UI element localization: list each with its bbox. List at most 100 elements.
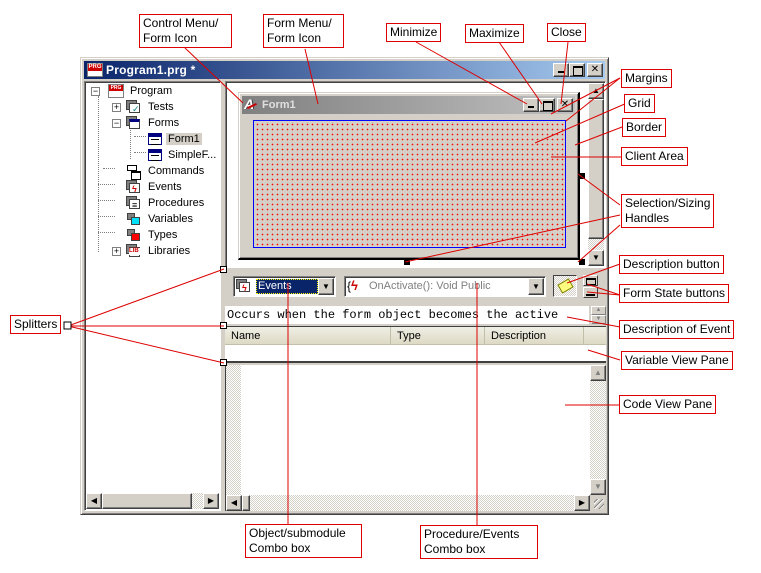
- scroll-left-button[interactable]: ◀: [226, 495, 242, 511]
- callout-splitters: Splitters: [10, 315, 62, 334]
- callout-grid: Grid: [624, 94, 655, 113]
- callout-form-state-buttons: Form State buttons: [619, 284, 730, 303]
- procedure-combo-dropdown-button[interactable]: ▼: [528, 278, 544, 295]
- tree-item-form1[interactable]: Form1: [148, 131, 202, 147]
- callout-text: Form Icon: [143, 31, 198, 45]
- combo-toolbar: ϟ Events ▼ {ϟ OnActivate(): Void Public …: [225, 273, 606, 301]
- tree-connector: [98, 232, 115, 233]
- form-client-area-grid[interactable]: [253, 120, 566, 248]
- procedures-icon: ≡: [126, 196, 142, 210]
- callout-variable-view-pane: Variable View Pane: [621, 351, 733, 370]
- control-menu-icon[interactable]: [244, 96, 260, 112]
- form-maximize-button[interactable]: [539, 98, 555, 112]
- ide-window: Program1.prg * − Program + ✓ Tests −: [80, 57, 609, 515]
- window-titlebar[interactable]: Program1.prg *: [84, 61, 605, 79]
- description-button[interactable]: [553, 275, 577, 297]
- form-state-restore-button[interactable]: [583, 275, 598, 286]
- column-header-name[interactable]: Name: [225, 327, 391, 345]
- callout-text: Control Menu/: [143, 16, 219, 30]
- events-icon: ϟ: [236, 279, 254, 294]
- splitter-vertical[interactable]: [220, 266, 227, 273]
- code-horizontal-scrollbar[interactable]: ◀ ▶: [226, 495, 590, 511]
- tree-horizontal-scrollbar[interactable]: ◀ ▶: [86, 493, 219, 509]
- description-scroll-down[interactable]: ▼: [591, 315, 606, 324]
- variable-view-pane[interactable]: Name Type Description: [225, 326, 606, 363]
- scroll-thumb[interactable]: [102, 493, 192, 509]
- description-scroll-up[interactable]: ▲: [591, 306, 606, 315]
- callout-text: Combo box: [424, 542, 486, 556]
- tree-item-commands[interactable]: Commands: [126, 163, 206, 180]
- tree-item-forms[interactable]: − Forms: [112, 115, 181, 131]
- object-combo-value: Events: [256, 279, 318, 294]
- tree-item-simplef[interactable]: SimpleF...: [148, 147, 218, 163]
- window-maximize-button[interactable]: [569, 63, 585, 77]
- tree-item-program[interactable]: − Program: [91, 83, 174, 99]
- window-minimize-button[interactable]: [553, 63, 569, 77]
- designer-vertical-scrollbar[interactable]: ▲ ▼: [588, 83, 604, 266]
- callout-text: Handles: [625, 211, 670, 225]
- tree-item-events[interactable]: ϟ Events: [126, 179, 184, 195]
- scroll-right-button[interactable]: ▶: [203, 493, 219, 509]
- collapse-icon[interactable]: −: [112, 117, 121, 128]
- sizing-handle-corner[interactable]: [579, 259, 585, 265]
- form1-titlebar[interactable]: Form1: [242, 96, 575, 114]
- libraries-icon: LIB: [126, 244, 142, 258]
- scroll-right-button[interactable]: ▶: [574, 495, 590, 511]
- event-procedure-icon: {ϟ: [347, 278, 358, 294]
- callout-minimize: Minimize: [386, 23, 442, 42]
- callout-maximize: Maximize: [465, 24, 524, 43]
- object-combo-dropdown-button[interactable]: ▼: [318, 278, 334, 295]
- splitter-variable-code[interactable]: [220, 359, 227, 366]
- tree-item-variables[interactable]: Variables: [126, 211, 195, 227]
- code-margin: [226, 365, 241, 495]
- form1-window[interactable]: Form1: [238, 92, 580, 260]
- form-close-button[interactable]: [557, 98, 573, 112]
- prg-icon[interactable]: [87, 63, 103, 77]
- tree-item-libraries[interactable]: + LIB Libraries: [112, 243, 192, 259]
- procedure-combo-value: OnActivate(): Void Public: [369, 280, 491, 292]
- window-close-button[interactable]: [587, 63, 603, 77]
- splitter-description[interactable]: [220, 322, 227, 329]
- callout-code-view-pane: Code View Pane: [619, 395, 717, 414]
- commands-icon: [126, 164, 142, 180]
- tree-connector: [98, 216, 115, 217]
- collapse-icon[interactable]: −: [91, 85, 100, 96]
- code-vertical-scrollbar[interactable]: ▲ ▼: [590, 365, 606, 495]
- tree-item-label: Events: [148, 181, 182, 193]
- sizing-handle-right[interactable]: [579, 173, 585, 179]
- object-combo-box[interactable]: ϟ Events ▼: [233, 276, 336, 297]
- tree-connector: [98, 96, 99, 252]
- scroll-left-button[interactable]: ◀: [86, 493, 102, 509]
- scroll-thumb[interactable]: [242, 495, 250, 511]
- callout-close: Close: [547, 23, 586, 42]
- callout-text: Object/submodule: [249, 526, 346, 540]
- tree-item-label: Commands: [148, 165, 205, 177]
- sizing-handle-bottom[interactable]: [404, 259, 410, 265]
- types-icon: [126, 228, 142, 242]
- column-header-type[interactable]: Type: [391, 327, 485, 345]
- scroll-up-button[interactable]: ▲: [588, 83, 604, 99]
- expand-icon[interactable]: +: [112, 245, 121, 256]
- tree-item-tests[interactable]: + ✓ Tests: [112, 99, 176, 115]
- events-icon: ϟ: [126, 180, 142, 194]
- callout-border: Border: [622, 118, 667, 137]
- column-header-description[interactable]: Description: [485, 327, 584, 345]
- form-state-minimize-button[interactable]: [583, 287, 598, 298]
- window-title: Program1.prg *: [106, 63, 196, 77]
- program-tree[interactable]: − Program + ✓ Tests − Forms Form1 Simple…: [84, 81, 221, 511]
- resize-grip[interactable]: [590, 495, 606, 511]
- expand-icon[interactable]: +: [112, 101, 121, 112]
- callout-form-menu: Form Menu/ Form Icon: [263, 14, 344, 48]
- procedure-combo-box[interactable]: {ϟ OnActivate(): Void Public ▼: [344, 276, 546, 297]
- tree-item-procedures[interactable]: ≡ Procedures: [126, 195, 206, 211]
- scroll-thumb[interactable]: [588, 99, 604, 239]
- scroll-up-button[interactable]: ▲: [590, 365, 606, 381]
- form1-title: Form1: [262, 99, 296, 111]
- tree-item-types[interactable]: Types: [126, 227, 179, 243]
- callout-text: Form Icon: [267, 31, 322, 45]
- scroll-down-button[interactable]: ▼: [590, 479, 606, 495]
- form-designer[interactable]: Form1 ▲ ▼: [225, 81, 606, 268]
- form-minimize-button[interactable]: [523, 98, 539, 112]
- scroll-down-button[interactable]: ▼: [588, 250, 604, 266]
- code-view-pane[interactable]: ▲ ▼ ◀ ▶: [225, 365, 606, 511]
